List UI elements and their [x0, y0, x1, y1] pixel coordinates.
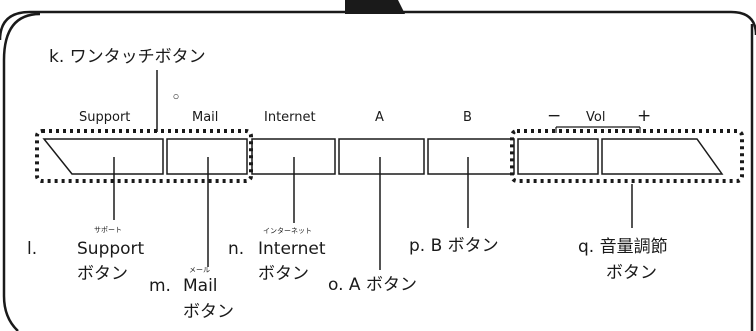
outer-frame-left: [2, 12, 41, 331]
callout-l-prefix: l.: [27, 239, 37, 259]
mail-button[interactable]: [166, 138, 248, 175]
callout-l-ruby: サポート: [94, 226, 122, 234]
label-vol-plus: +: [637, 106, 651, 126]
volume-up-button[interactable]: [601, 138, 724, 175]
callout-m-suffix: ボタン: [183, 302, 234, 322]
a-button[interactable]: [338, 138, 425, 175]
callout-n-name: Internet: [258, 239, 326, 259]
callout-m-name: Mail: [183, 276, 218, 296]
label-b: B: [463, 110, 472, 125]
callout-q-line1: q. 音量調節: [578, 237, 668, 257]
volume-down-button[interactable]: [517, 138, 599, 175]
callout-n-prefix: n.: [228, 239, 244, 259]
label-internet: Internet: [264, 110, 316, 125]
top-tab: [345, 0, 405, 14]
ring-marker: ◦: [171, 88, 181, 108]
outer-frame: [0, 10, 756, 41]
support-button[interactable]: [42, 138, 164, 175]
callout-k: k. ワンタッチボタン: [49, 47, 206, 67]
callout-q-line2: ボタン: [606, 263, 657, 283]
button-strip: [42, 138, 724, 175]
b-button[interactable]: [427, 138, 515, 175]
callout-m-ruby: メール: [189, 266, 210, 274]
callout-n-suffix: ボタン: [258, 264, 309, 284]
callout-l-suffix: ボタン: [77, 264, 128, 284]
callout-o: o. A ボタン: [328, 275, 417, 295]
callout-m-prefix: m.: [149, 276, 171, 296]
label-mail: Mail: [192, 110, 218, 125]
callout-l-name: Support: [77, 239, 145, 259]
support-mail-highlight: [35, 129, 253, 183]
label-vol-minus: −: [547, 106, 561, 126]
callout-p: p. B ボタン: [409, 236, 499, 256]
label-a: A: [375, 110, 384, 125]
label-support: Support: [79, 110, 130, 125]
label-vol: Vol: [586, 110, 605, 125]
volume-highlight: [510, 129, 744, 183]
callout-n-ruby: インターネット: [263, 226, 312, 235]
